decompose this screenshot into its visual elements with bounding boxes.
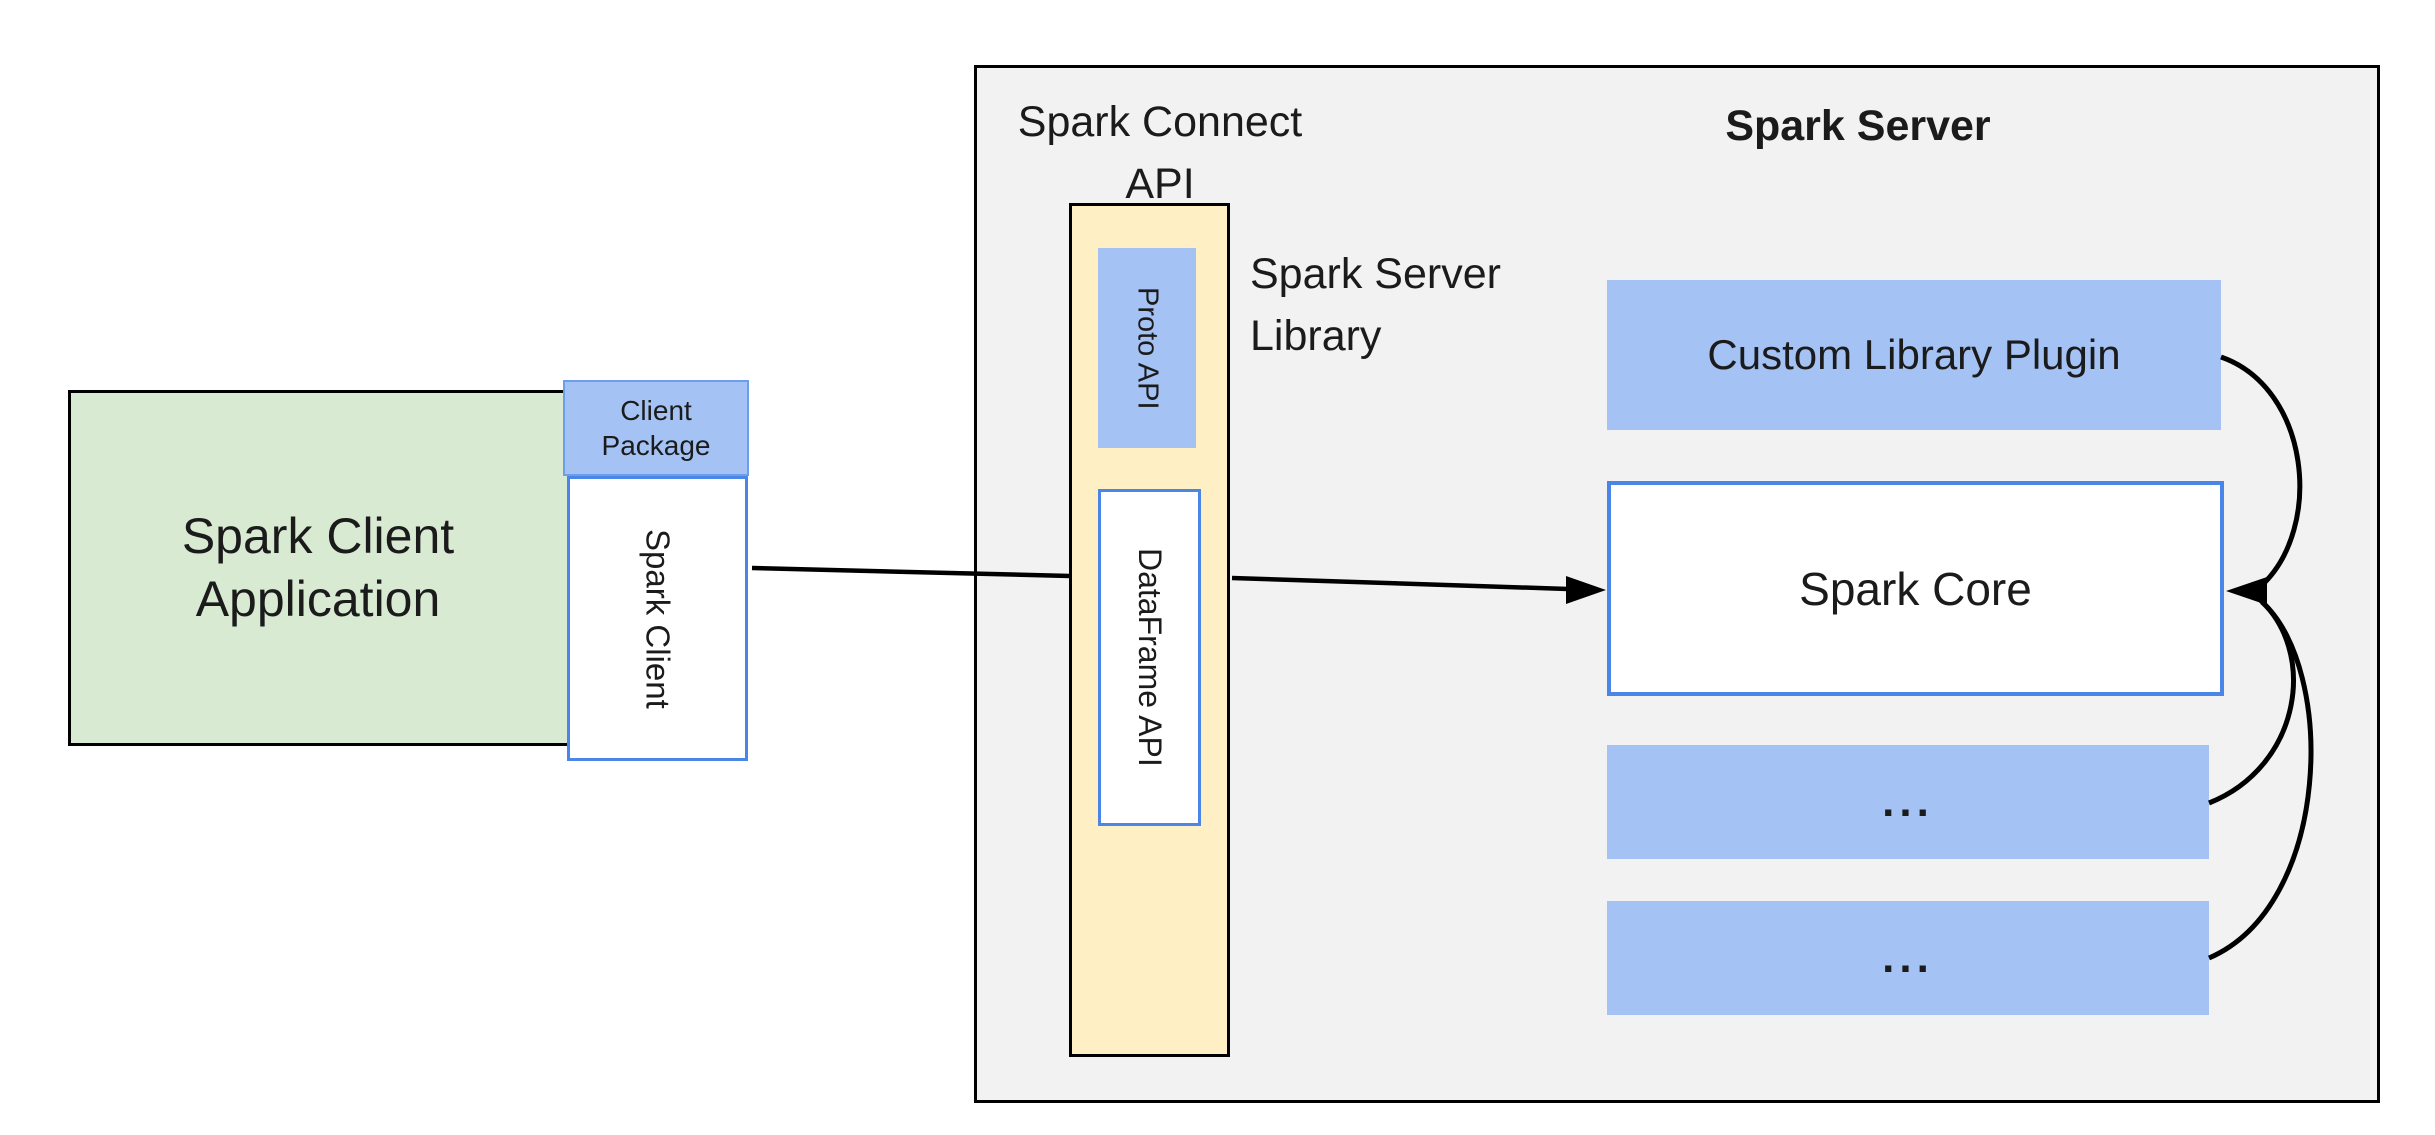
custom-library-plugin-box: Custom Library Plugin xyxy=(1607,280,2221,430)
plugin-placeholder-box-1: ... xyxy=(1607,745,2209,859)
client-package-box: Client Package xyxy=(563,380,749,476)
spark-connect-api-column: Proto API DataFrame API xyxy=(1069,203,1230,1057)
spark-connect-api-label: Spark Connect API xyxy=(1017,97,1303,208)
spark-client-application-box: Spark Client Application xyxy=(68,390,608,746)
dataframe-api-label: DataFrame API xyxy=(1132,548,1168,767)
proto-api-label: Proto API xyxy=(1131,286,1164,410)
dataframe-api-box: DataFrame API xyxy=(1098,489,1201,826)
spark-client-label: Spark Client xyxy=(639,528,677,709)
spark-server-library-label: Spark Server Library xyxy=(1250,250,1501,361)
plugin-placeholder-box-2: ... xyxy=(1607,901,2209,1015)
spark-client-box: Spark Client xyxy=(567,476,748,761)
proto-api-box: Proto API xyxy=(1098,248,1196,448)
spark-core-box: Spark Core xyxy=(1607,481,2224,696)
spark-server-title: Spark Server xyxy=(1725,101,1991,150)
